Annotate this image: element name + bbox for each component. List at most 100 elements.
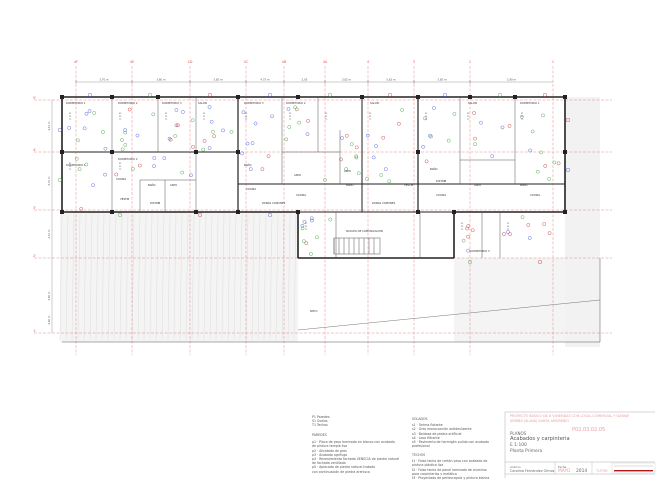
room-finish-code: T1: [289, 119, 292, 121]
finish-tag-circle: [309, 252, 313, 256]
finish-tag-circle: [339, 157, 343, 162]
axis-label-top: 4D: [188, 60, 193, 64]
finish-tag-circle: [84, 162, 89, 167]
finish-tag-circle: [180, 170, 184, 175]
axis-label-top: 4: [367, 60, 370, 64]
finish-tag-circle: [76, 138, 80, 143]
legend-item: para carpinterías y metálico: [412, 471, 457, 476]
legend-item: s3 · Baldosa de piedra artificial: [412, 431, 462, 436]
column: [110, 95, 114, 99]
room-label: SALON: [370, 101, 379, 105]
column: [360, 95, 364, 99]
finish-tag-circle: [120, 138, 124, 142]
hatch-line: [119, 213, 123, 341]
column: [236, 210, 240, 214]
room-finish-code: S1: [165, 116, 168, 118]
dimension-text-top: 3,85 m: [213, 78, 223, 82]
axis-label-side: 5': [33, 96, 36, 100]
room-finish-code: P1: [119, 113, 122, 115]
column: [468, 95, 472, 99]
finish-tag-circle: [167, 136, 172, 141]
room-label: DORMITORIO 2: [118, 101, 138, 105]
hatch-line: [209, 213, 213, 341]
legend-symbols-item: P1 Paredes: [312, 415, 330, 419]
hatch-line: [89, 213, 93, 341]
axis-label-top: 4C: [244, 60, 249, 64]
column: [416, 210, 420, 214]
finish-tag-circle: [168, 137, 173, 142]
hatch-line: [203, 213, 207, 341]
finish-tag-circle: [500, 125, 505, 130]
hatch-line: [221, 213, 225, 341]
finish-tag-circle: [284, 137, 289, 142]
finish-tag-circle: [306, 119, 310, 123]
finish-tag-circle: [82, 126, 87, 131]
room-finish-code: P1: [369, 113, 372, 115]
finish-tag-circle: [538, 260, 543, 265]
finish-tag-circle: [297, 120, 301, 125]
legend-item: pintura plástica lisa: [412, 463, 444, 468]
room-finish-code: S1: [69, 166, 72, 168]
axis-label-top: 4B: [282, 60, 287, 64]
dimension-text-top: 3,85 m: [437, 78, 447, 82]
finish-tag-circle: [365, 177, 369, 181]
finish-tag-circle: [539, 150, 543, 155]
room-finish-code: P1: [165, 113, 168, 115]
room-label: DISTRIB: [436, 179, 447, 183]
finish-tag-circle: [211, 129, 215, 134]
finish-tag-circle: [543, 164, 548, 168]
finish-tag-circle: [479, 120, 483, 125]
finish-tag-circle: [300, 226, 305, 231]
finish-tag-circle: [365, 133, 370, 138]
room-finish-code: P1: [245, 113, 248, 115]
finish-tag-circle: [131, 167, 135, 171]
finish-tag-circle: [77, 167, 82, 171]
hatch-line: [125, 213, 129, 341]
finish-tag-circle: [354, 145, 359, 150]
patio-fill: [60, 212, 298, 342]
finish-tag-circle: [174, 108, 179, 112]
room-finish-code: T1: [69, 169, 72, 171]
hatch-line: [161, 213, 165, 341]
hatch-line: [179, 213, 183, 341]
finish-tag-circle: [152, 164, 156, 168]
legend-item: s5 · Pavimento de hormigón pulido con ac…: [412, 440, 489, 445]
finish-tag-circle: [383, 167, 388, 171]
finish-tag-circle: [552, 160, 557, 165]
finish-tag-circle: [294, 107, 299, 112]
hatch-line: [83, 213, 87, 341]
patio-hatch-area: [59, 97, 600, 347]
room-finish-code: S1: [521, 116, 524, 118]
room-label: COCINA: [296, 193, 306, 197]
finish-tag-circle: [248, 167, 253, 171]
finish-tag-circle: [91, 183, 95, 187]
legend-symbols-item: S1 Suelos: [312, 419, 328, 424]
finish-tag-circle: [293, 105, 297, 110]
finish-tag-circle: [310, 218, 314, 223]
column: [296, 95, 300, 99]
dimension-text-top: 3,60 m: [156, 78, 166, 82]
room-label: ASEO: [344, 169, 351, 173]
finish-tag-circle: [207, 105, 212, 109]
legend-item: profesional: [412, 444, 430, 449]
column: [296, 210, 300, 214]
room-label: NUCLEO DE COMUNICACION: [346, 229, 383, 233]
hatch-line: [155, 213, 159, 341]
column: [60, 95, 64, 99]
room-finish-code: T1: [203, 119, 206, 121]
hatch-line: [257, 213, 261, 341]
room-finish-code: P1: [507, 223, 510, 225]
finish-tag-circle: [452, 112, 457, 116]
column: [452, 210, 456, 214]
finish-tag-circle: [520, 114, 524, 119]
axis-label-top: 4F: [74, 60, 78, 64]
finish-tag-circle: [151, 112, 156, 117]
finish-tag-circle: [123, 143, 128, 147]
finish-tag-circle: [101, 130, 105, 134]
tutor-label: TUTOR: [596, 469, 608, 473]
room-label: COCINA: [530, 193, 540, 197]
finish-tag-circle: [74, 156, 79, 161]
room-label: DISTRIB: [150, 201, 161, 205]
legend-item: p2 · Alicatado de gres: [312, 448, 347, 453]
